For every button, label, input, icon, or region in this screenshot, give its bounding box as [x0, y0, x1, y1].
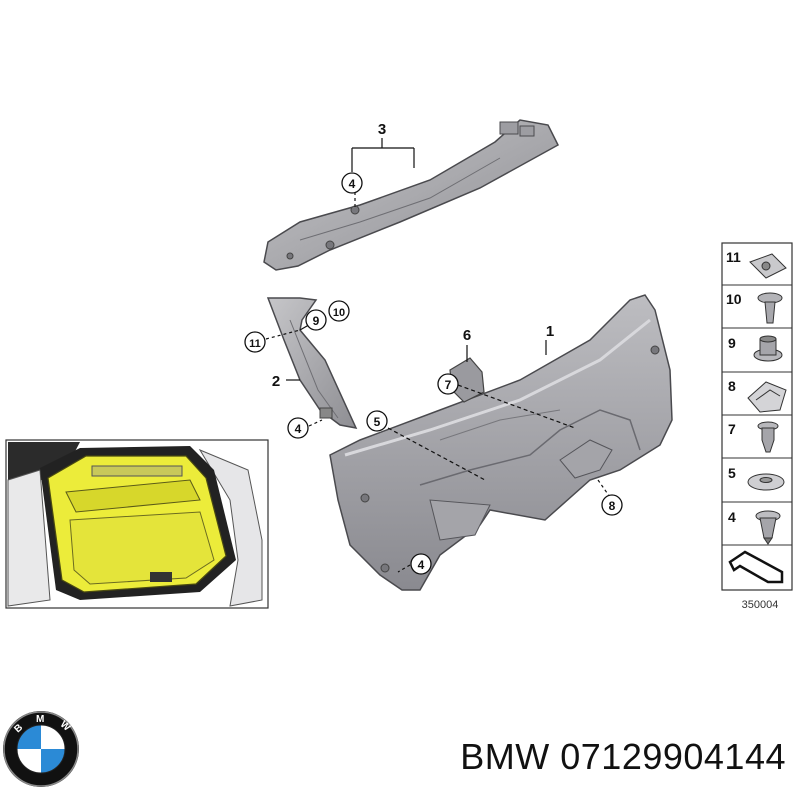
callout-11: 11 [249, 338, 261, 350]
callout-10: 10 [333, 307, 345, 319]
callout-2: 2 [272, 373, 280, 390]
bmw-logo: B M W [3, 711, 79, 787]
expanding-rivet-icon [755, 510, 781, 545]
legend-num-8: 8 [728, 378, 736, 394]
callout-4-top: 4 [349, 177, 356, 191]
leader-lines [265, 138, 613, 573]
part-number-label: BMW 07129904144 [460, 736, 786, 777]
callout-1: 1 [546, 323, 554, 340]
callout-circle-7 [437, 373, 459, 395]
vehicle-inset [5, 439, 269, 609]
callout-circle-11 [244, 331, 266, 353]
svg-text:M: M [36, 714, 44, 725]
legend-num-9: 9 [728, 335, 736, 351]
callout-7: 7 [445, 378, 452, 392]
callout-circle-5 [366, 410, 388, 432]
callout-5: 5 [374, 415, 381, 429]
clip-nut-icon [749, 253, 787, 279]
upper-trim-panel [263, 119, 559, 271]
callout-circle-4-top [341, 172, 363, 194]
pillar-trim-panel [266, 297, 358, 430]
legend-num-7: 7 [728, 421, 736, 437]
callout-circle-4-pillar [287, 417, 309, 439]
legend-num-10: 10 [726, 291, 742, 307]
grommet-icon [753, 335, 783, 362]
callout-8: 8 [609, 499, 616, 513]
callout-9: 9 [313, 314, 320, 328]
main-tailgate-panel [329, 294, 673, 591]
legend-num-5: 5 [728, 465, 736, 481]
arrow-symbol-icon [728, 550, 784, 584]
callout-circle-4-bottom [410, 553, 432, 575]
push-clip-icon [757, 421, 779, 453]
spring-clip-icon [747, 381, 787, 413]
callout-circle-9 [305, 309, 327, 331]
callout-4-pillar: 4 [295, 422, 302, 436]
callout-6: 6 [463, 327, 471, 344]
callout-3: 3 [378, 121, 386, 138]
parts-legend: 11 10 9 8 7 5 4 [721, 242, 793, 611]
callout-circle-10 [328, 300, 350, 322]
legend-num-4: 4 [728, 509, 736, 525]
callout-4-bottom: 4 [418, 558, 425, 572]
callout-circle-8 [601, 494, 623, 516]
callouts: 3 4 11 9 10 2 4 6 1 7 5 8 4 [244, 121, 623, 575]
round-clip-icon [747, 473, 785, 491]
legend-num-11: 11 [726, 249, 741, 265]
reference-code: 350004 [742, 599, 779, 611]
screw-icon [757, 292, 783, 324]
